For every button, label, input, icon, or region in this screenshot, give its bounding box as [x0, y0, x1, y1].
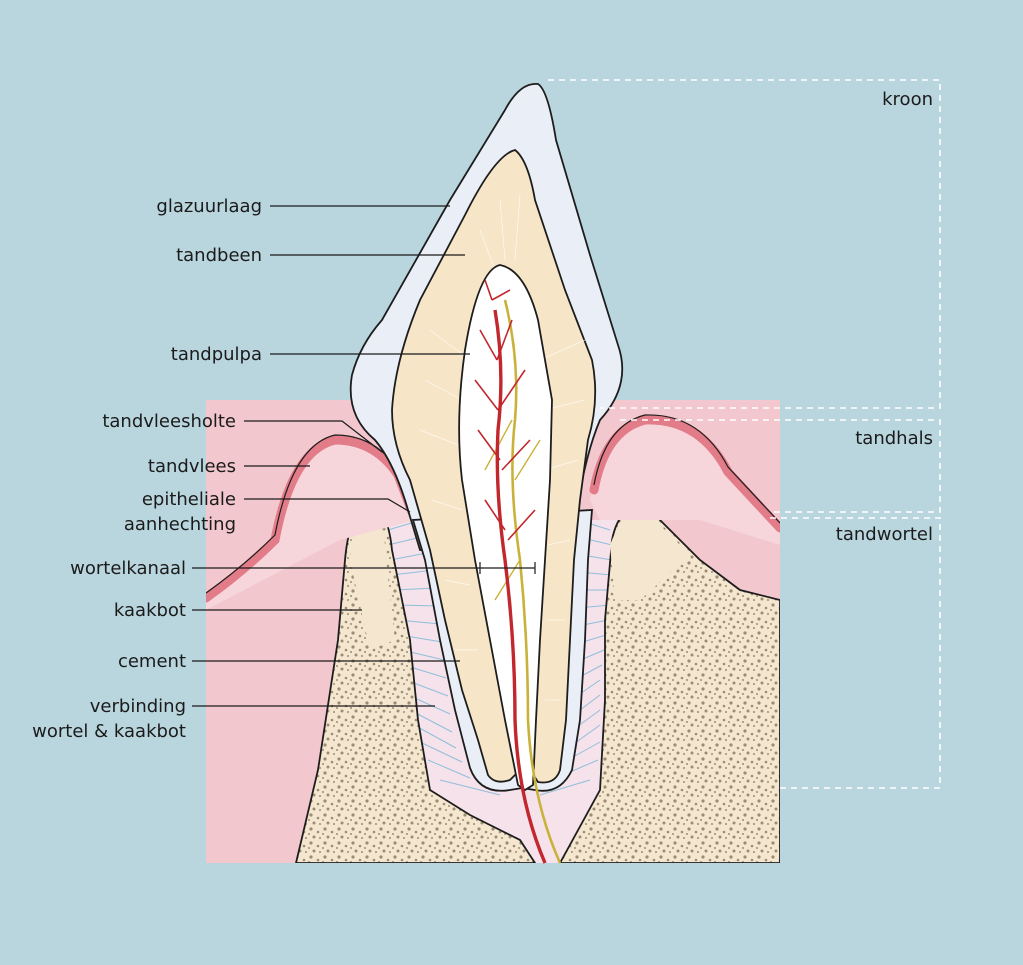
label-epitheliale: epitheliale [142, 489, 236, 510]
gum-right-top [590, 415, 780, 545]
pulp [458, 264, 553, 792]
bone-cortex-right [610, 513, 690, 600]
zone-brackets [548, 79, 941, 789]
label-aanhechting: aanhechting [124, 514, 236, 535]
label-verbinding: verbinding [90, 696, 186, 717]
label-tandpulpa: tandpulpa [171, 344, 262, 365]
label-tandbeen: tandbeen [176, 245, 262, 266]
label-tandvleesholte: tandvleesholte [102, 411, 236, 432]
gum-right-outline [593, 414, 780, 524]
dentin-tubules [419, 194, 586, 701]
artery [493, 309, 547, 864]
label-wortelkanaal: wortelkanaal [70, 558, 186, 579]
leader-lines [192, 205, 480, 707]
tooth [349, 83, 624, 864]
bone-cortex-left [350, 515, 395, 650]
artery-branches [474, 279, 536, 541]
zone-label-tandwortel: tandwortel [836, 524, 933, 545]
label-kaakbot: kaakbot [114, 600, 186, 621]
label-wortel-kaakbot: wortel & kaakbot [32, 721, 186, 742]
label-tandvlees: tandvlees [148, 456, 236, 477]
zone-label-tandhals: tandhals [855, 428, 933, 449]
label-cement: cement [118, 651, 186, 672]
label-glazuurlaag: glazuurlaag [156, 196, 262, 217]
zone-label-kroon: kroon [882, 89, 933, 110]
labels: glazuurlaag tandbeen tandpulpa tandvlees… [32, 89, 933, 742]
